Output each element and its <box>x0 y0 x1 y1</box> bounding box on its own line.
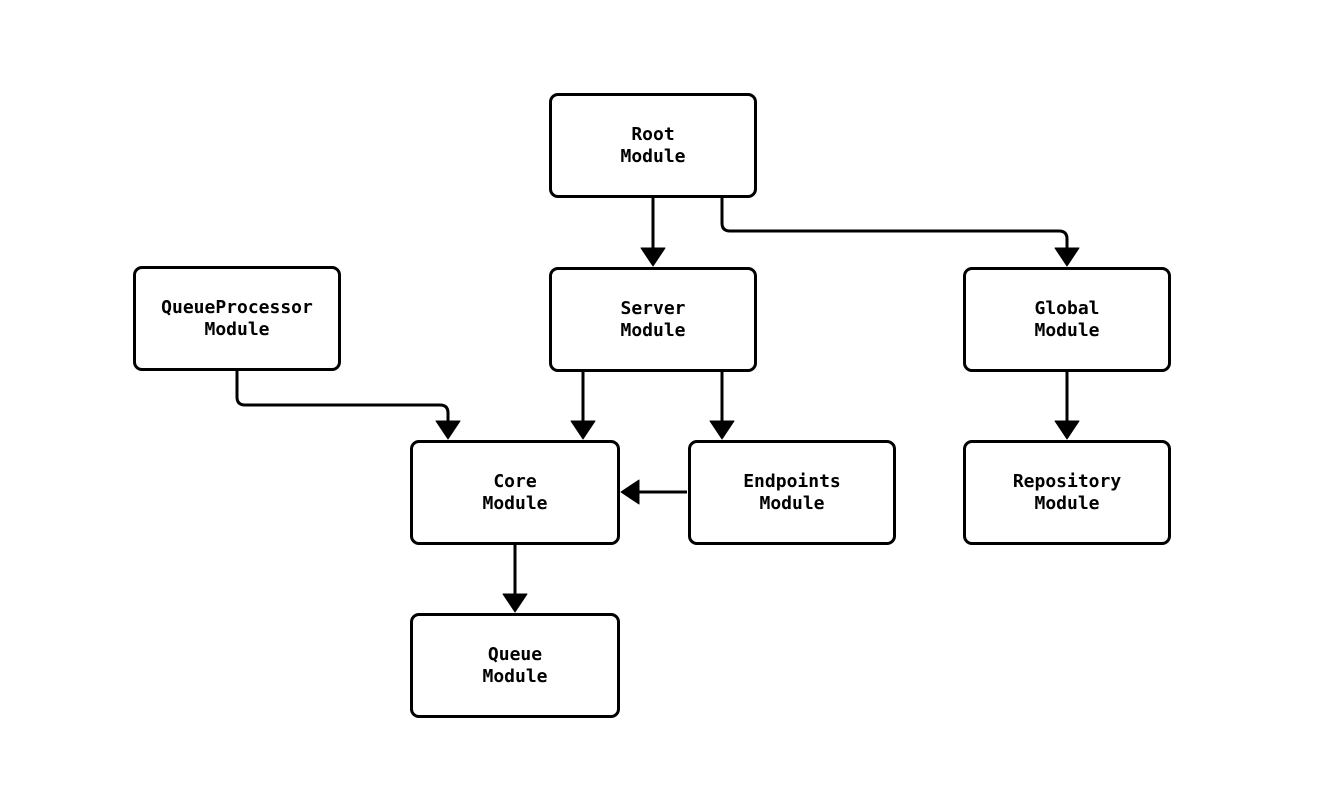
node-global-module-label-line2: Module <box>1034 319 1100 341</box>
node-root-module-label-line2: Module <box>620 145 686 167</box>
arrowhead-root-to-server <box>640 247 666 267</box>
node-queue-module-label-line2: Module <box>482 665 548 687</box>
edge-server-to-core <box>570 372 596 440</box>
edge-root-to-global <box>720 198 1080 267</box>
arrowhead-root-to-global <box>1054 247 1080 267</box>
arrowhead-global-to-repository <box>1054 420 1080 440</box>
node-core-module-label-line1: Core <box>493 471 537 492</box>
arrowhead-server-to-core <box>570 420 596 440</box>
edge-root-to-server <box>640 198 666 267</box>
node-queue-module-label-line1: Queue <box>487 644 543 665</box>
node-repository-module-label-line1: Repository <box>1012 471 1122 492</box>
edge-core-to-queue <box>502 545 528 613</box>
node-server-module: Server Module <box>549 267 757 372</box>
node-queueprocessor-module: QueueProcessor Module <box>133 266 341 371</box>
node-global-module-label-line1: Global <box>1034 298 1100 319</box>
arrowhead-endpoints-to-core <box>620 479 640 505</box>
node-server-module-label-line1: Server <box>620 298 686 319</box>
node-queueprocessor-module-label-line1: QueueProcessor <box>161 297 313 318</box>
node-repository-module-label-line2: Module <box>1034 492 1100 514</box>
edge-server-to-endpoints <box>709 372 735 440</box>
node-queueprocessor-module-label-line2: Module <box>204 318 270 340</box>
node-queue-module: Queue Module <box>410 613 620 718</box>
edge-global-to-repository <box>1054 372 1080 440</box>
node-root-module: Root Module <box>549 93 757 198</box>
node-repository-module: Repository Module <box>963 440 1171 545</box>
arrowhead-server-to-endpoints <box>709 420 735 440</box>
node-global-module: Global Module <box>963 267 1171 372</box>
node-endpoints-module-label-line1: Endpoints <box>743 471 841 492</box>
edge-queueprocessor-to-core <box>235 371 461 440</box>
node-root-module-label-line1: Root <box>631 124 675 145</box>
node-endpoints-module-label-line2: Module <box>759 492 825 514</box>
arrowhead-core-to-queue <box>502 593 528 613</box>
edge-endpoints-to-core <box>620 479 687 505</box>
node-core-module-label-line2: Module <box>482 492 548 514</box>
node-server-module-label-line2: Module <box>620 319 686 341</box>
node-core-module: Core Module <box>410 440 620 545</box>
arrowhead-queueprocessor-to-core <box>435 420 461 440</box>
node-endpoints-module: Endpoints Module <box>688 440 896 545</box>
